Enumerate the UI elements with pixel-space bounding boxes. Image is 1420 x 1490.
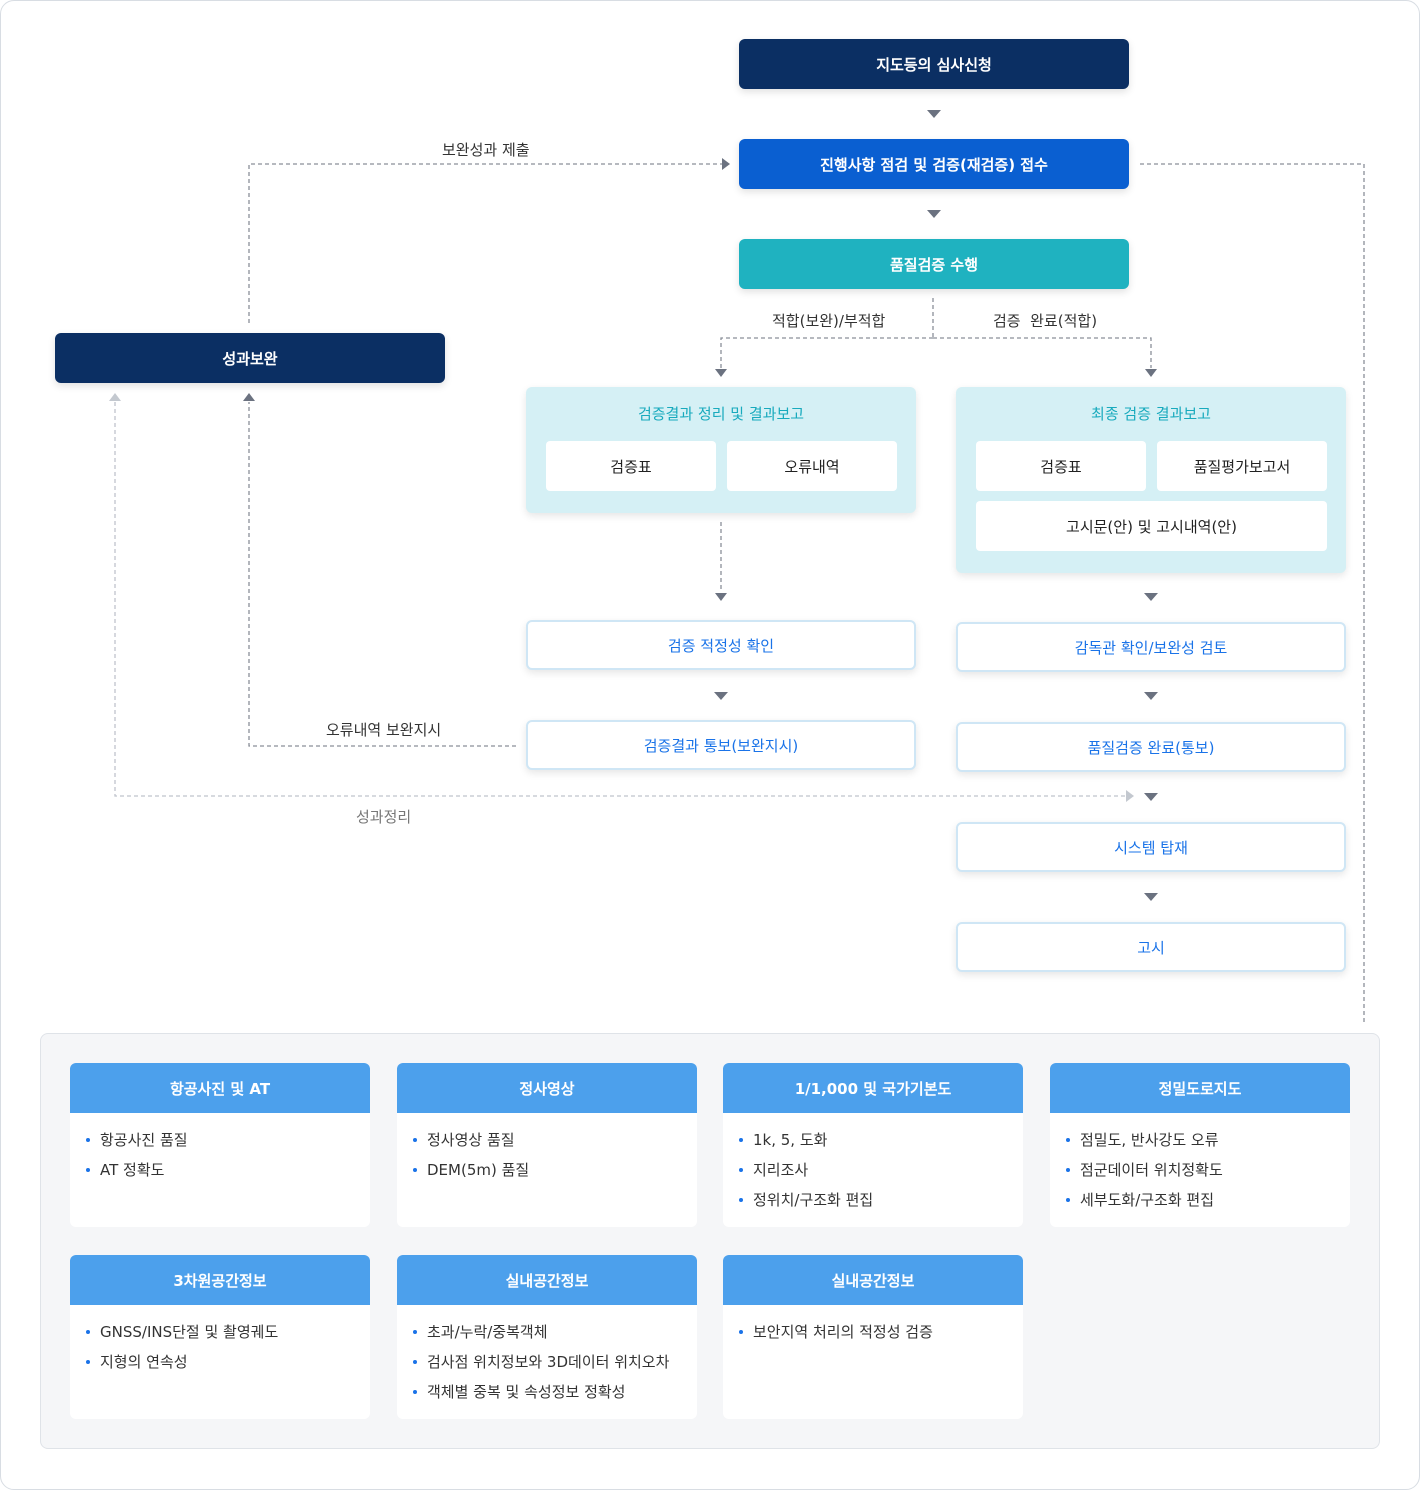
- category-card: 정밀도로지도 점밀도, 반사강도 오류 점군데이터 위치정확도 세부도화/구조화…: [1050, 1063, 1350, 1227]
- card-item: GNSS/INS단절 및 촬영궤도: [86, 1323, 370, 1353]
- connector-lines: [109, 110, 1365, 1022]
- step-quality-check: 품질검증 수행: [739, 239, 1129, 289]
- right-step: 감독관 확인/보완성 검토: [956, 622, 1346, 672]
- arrow-right-step1: [1144, 692, 1158, 700]
- right-step: 시스템 탑재: [956, 822, 1346, 872]
- card-title: 실내공간정보: [397, 1255, 697, 1305]
- arrow-result-org-right: [1126, 790, 1134, 802]
- category-card: 3차원공간정보 GNSS/INS단절 및 촬영궤도 지형의 연속성: [70, 1255, 370, 1419]
- card-item: 보안지역 처리의 적정성 검증: [739, 1323, 1023, 1353]
- left-group-item: 검증표: [546, 441, 716, 491]
- right-group-item: 품질평가보고서: [1157, 441, 1327, 491]
- card-item: 항공사진 품질: [86, 1131, 370, 1161]
- arrow-left-group: [715, 593, 727, 601]
- error-instruct-line: [248, 402, 516, 747]
- category-panel: 항공사진 및 AT 항공사진 품질 AT 정확도 정사영상 정사영상 품질 DE…: [40, 1033, 1380, 1449]
- right-step: 고시: [956, 922, 1346, 972]
- right-step: 품질검증 완료(통보): [956, 722, 1346, 772]
- label-submit: 보완성과 제출: [442, 141, 530, 159]
- arrow-step1: [927, 110, 941, 118]
- left-group-item: 오류내역: [727, 441, 897, 491]
- card-title: 3차원공간정보: [70, 1255, 370, 1305]
- arrow-right-group: [1144, 593, 1158, 601]
- arrow-split-right: [1145, 369, 1157, 377]
- category-card: 실내공간정보 초과/누락/중복객체 검사점 위치정보와 3D데이터 위치오차 객…: [397, 1255, 697, 1419]
- label-pass: 검증 완료(적합): [993, 312, 1098, 330]
- right-group-item: 검증표: [976, 441, 1146, 491]
- right-rail-line: [1140, 163, 1365, 1022]
- card-title: 실내공간정보: [723, 1255, 1023, 1305]
- category-card: 실내공간정보 보안지역 처리의 적정성 검증: [723, 1255, 1023, 1419]
- card-item: 지형의 연속성: [86, 1353, 370, 1383]
- card-item: 세부도화/구조화 편집: [1066, 1191, 1350, 1221]
- card-title: 정밀도로지도: [1050, 1063, 1350, 1113]
- left-step: 검증 적정성 확인: [526, 620, 916, 670]
- arrow-split-left: [715, 369, 727, 377]
- arrow-supplement-up: [243, 393, 255, 401]
- right-group-item: 고시문(안) 및 고시내역(안): [976, 501, 1327, 551]
- card-item: 객체별 중복 및 속성정보 정확성: [413, 1383, 697, 1413]
- step-apply-label: 지도등의 심사신청: [876, 55, 992, 74]
- card-item: 정사영상 품질: [413, 1131, 697, 1161]
- step-supplement: 성과보완: [55, 333, 445, 383]
- step-quality-check-label: 품질검증 수행: [889, 255, 979, 274]
- step-supplement-label: 성과보완: [222, 349, 278, 368]
- arrow-step2: [927, 210, 941, 218]
- category-card: 정사영상 정사영상 품질 DEM(5m) 품질: [397, 1063, 697, 1227]
- card-item: DEM(5m) 품질: [413, 1161, 697, 1191]
- left-result-group: 검증결과 정리 및 결과보고 검증표 오류내역: [526, 387, 916, 513]
- card-title: 1/1,000 및 국가기본도: [723, 1063, 1023, 1113]
- card-item: 점군데이터 위치정확도: [1066, 1161, 1350, 1191]
- arrow-result-org-up: [109, 393, 121, 401]
- submit-line: [248, 163, 722, 323]
- arrow-right-step3: [1144, 893, 1158, 901]
- card-item: AT 정확도: [86, 1161, 370, 1191]
- right-group-title: 최종 검증 결과보고: [1091, 405, 1211, 423]
- arrow-submit: [722, 158, 730, 170]
- split-left: [720, 337, 933, 368]
- category-card: 항공사진 및 AT 항공사진 품질 AT 정확도: [70, 1063, 370, 1227]
- card-title: 항공사진 및 AT: [70, 1063, 370, 1113]
- step-receive: 진행사항 점검 및 검증(재검증) 접수: [739, 139, 1129, 189]
- left-group-title: 검증결과 정리 및 결과보고: [637, 405, 805, 423]
- label-result-org: 성과정리: [356, 808, 412, 826]
- right-result-group: 최종 검증 결과보고 검증표 품질평가보고서 고시문(안) 및 고시내역(안): [956, 387, 1346, 573]
- label-error-instruct: 오류내역 보완지시: [326, 721, 442, 739]
- left-step: 검증결과 통보(보완지시): [526, 720, 916, 770]
- card-title: 정사영상: [397, 1063, 697, 1113]
- arrow-right-step2: [1144, 793, 1158, 801]
- card-item: 지리조사: [739, 1161, 1023, 1191]
- category-card: 1/1,000 및 국가기본도 1k, 5, 도화 지리조사 정위치/구조화 편…: [723, 1063, 1023, 1227]
- arrow-left-step1: [714, 692, 728, 700]
- split-right: [933, 337, 1152, 368]
- step-receive-label: 진행사항 점검 및 검증(재검증) 접수: [820, 155, 1048, 174]
- card-item: 1k, 5, 도화: [739, 1131, 1023, 1161]
- card-item: 검사점 위치정보와 3D데이터 위치오차: [413, 1353, 697, 1383]
- card-item: 초과/누락/중복객체: [413, 1323, 697, 1353]
- label-fail: 적합(보완)/부적합: [772, 312, 886, 330]
- step-apply: 지도등의 심사신청: [739, 39, 1129, 89]
- result-org-line: [114, 402, 1126, 797]
- card-item: 점밀도, 반사강도 오류: [1066, 1131, 1350, 1161]
- card-item: 정위치/구조화 편집: [739, 1191, 1023, 1221]
